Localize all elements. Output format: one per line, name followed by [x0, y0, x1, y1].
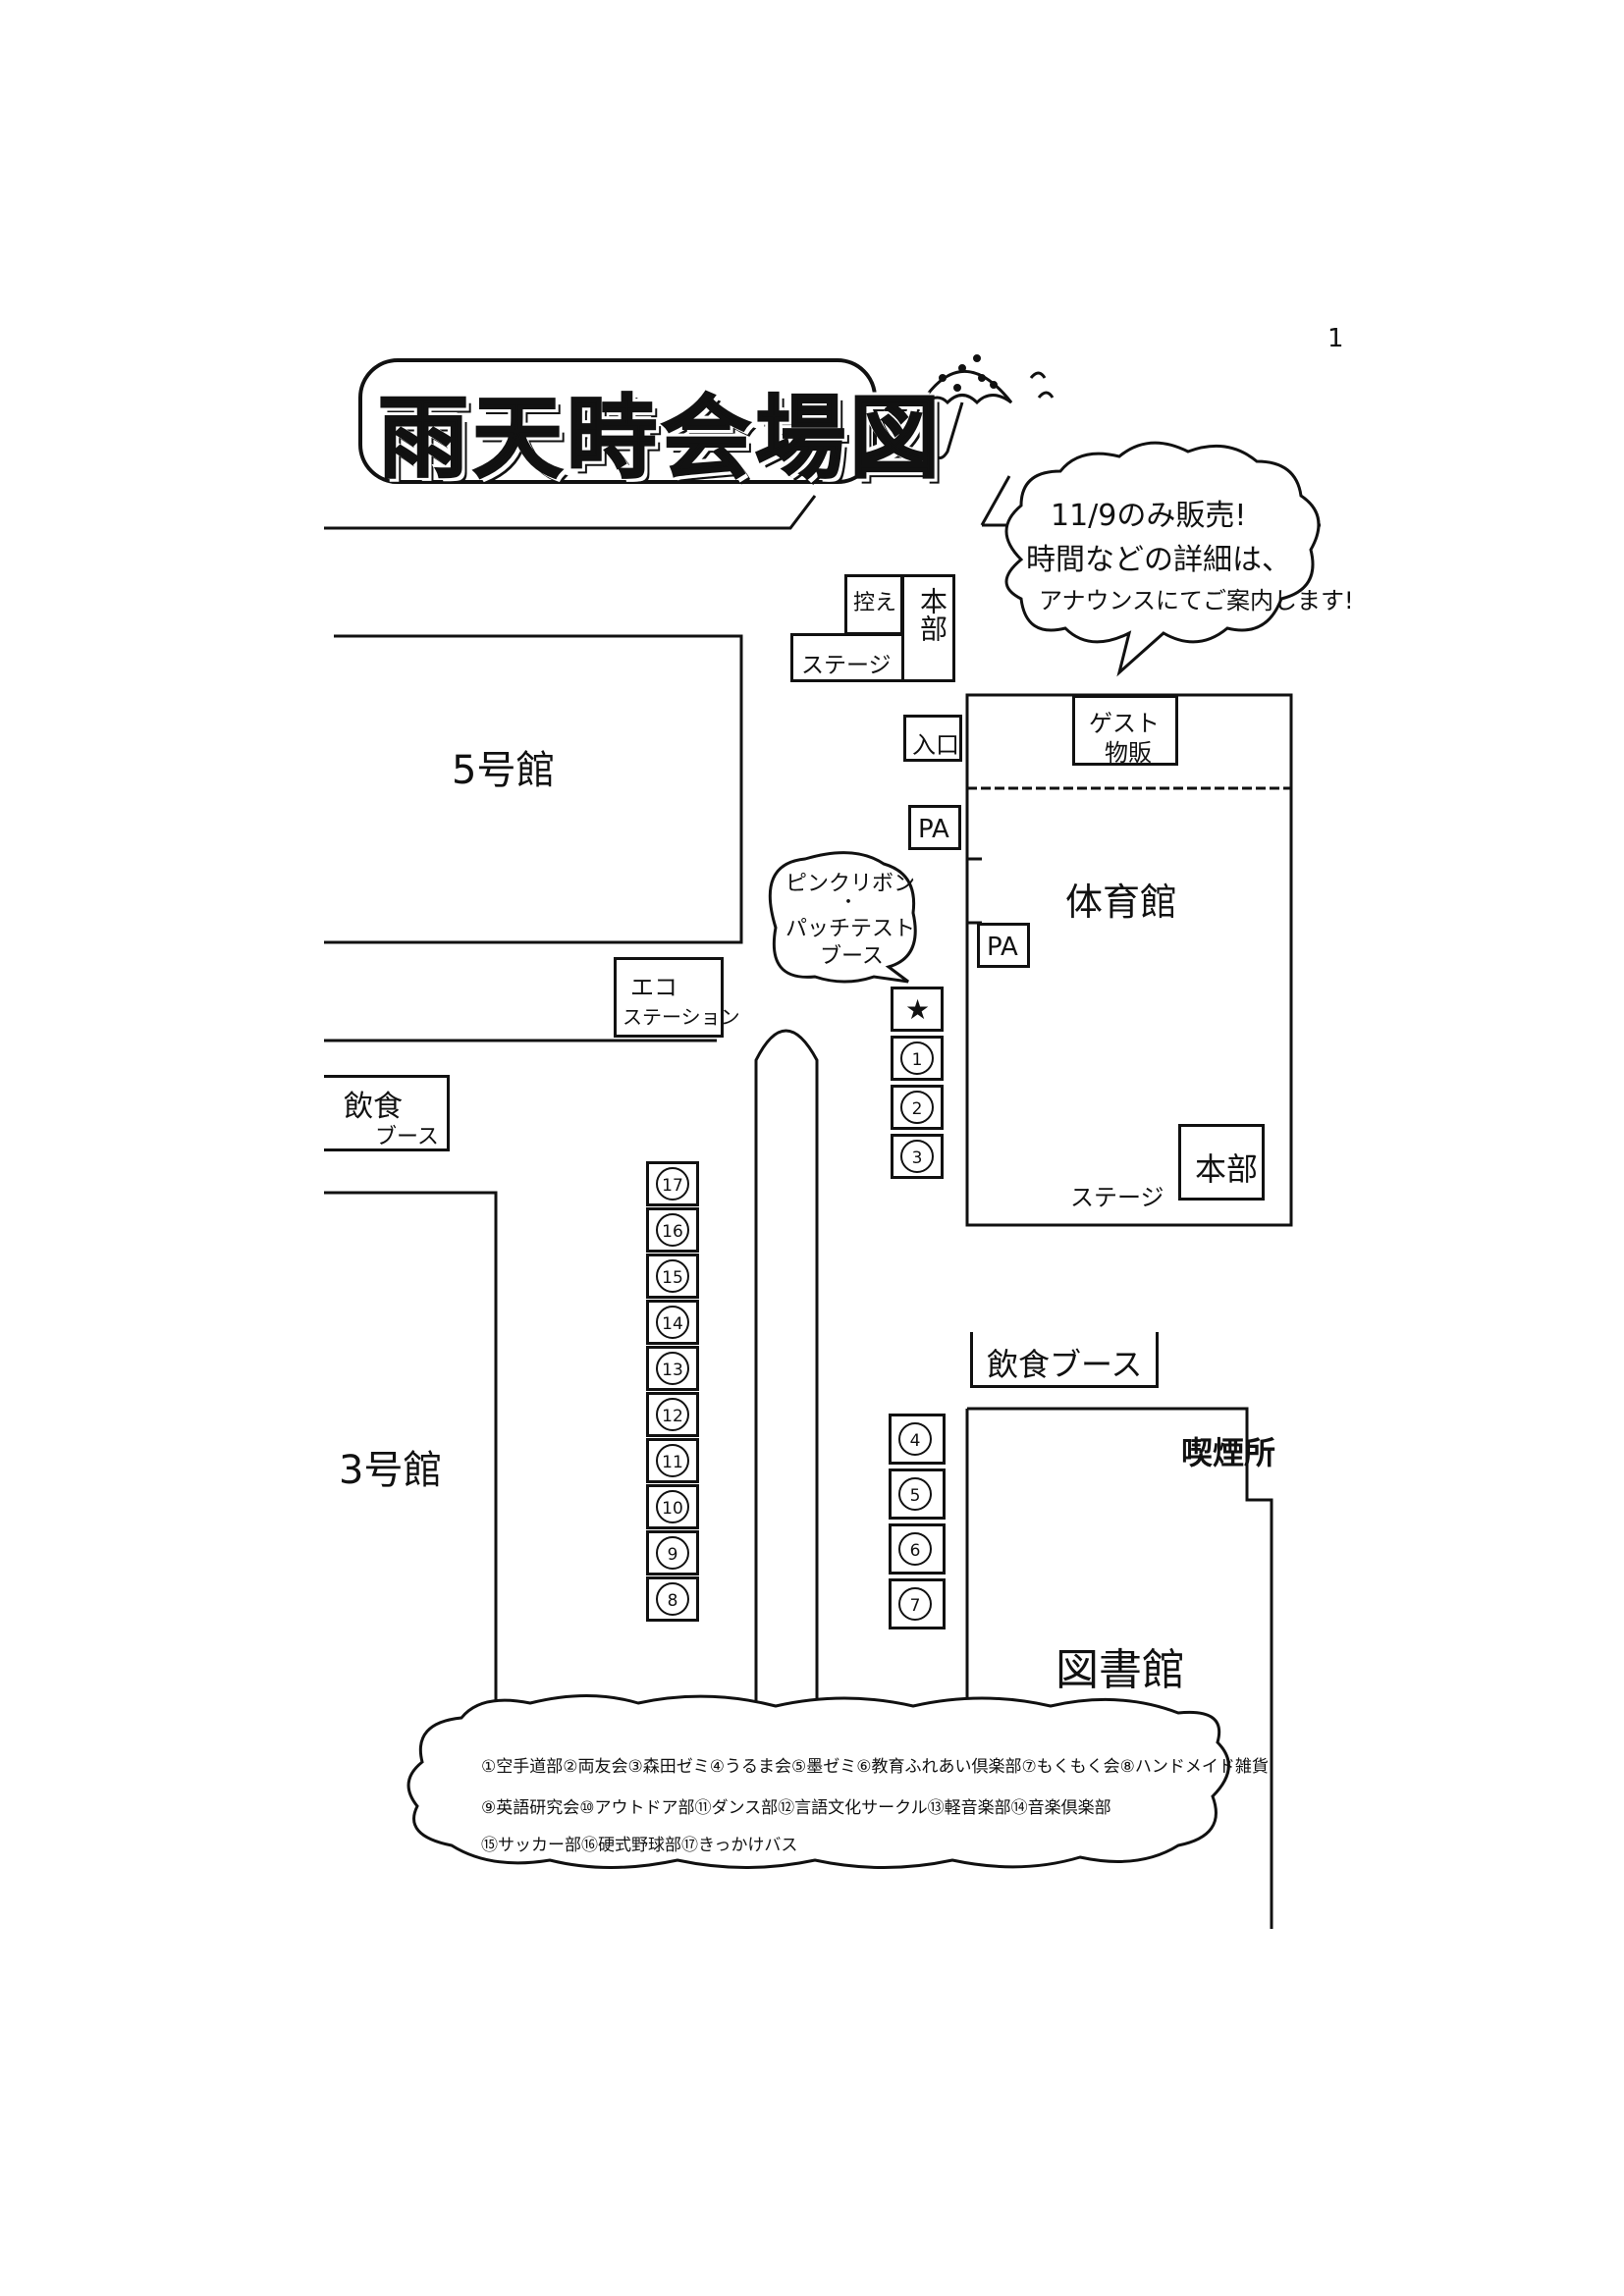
stall-number: 14 [656, 1306, 689, 1339]
building-3-label: 3号館 [339, 1448, 443, 1493]
smoking-area-label: 喫煙所 [1181, 1434, 1276, 1471]
gym-label: 体育館 [1065, 881, 1178, 924]
notice-line-2: 時間などの詳細は、 [1026, 543, 1291, 577]
building-5-label: 5号館 [452, 748, 556, 793]
pink-bubble-line-2: ・ [839, 892, 857, 913]
pa-box-2: PA [977, 923, 1030, 968]
entrance-box: 入口 [903, 715, 962, 762]
stall-4: 4 [889, 1414, 946, 1465]
stall-number: 4 [898, 1422, 932, 1456]
stall-number: 3 [900, 1140, 934, 1173]
title-outline [358, 358, 877, 484]
stall-11: 11 [646, 1438, 699, 1483]
legend-line-2: ⑨英語研究会⑩アウトドア部⑪ダンス部⑫言語文化サークル⑬軽音楽部⑭音楽倶楽部 [481, 1798, 1111, 1818]
food-booth-left-line-1: 飲食 [344, 1090, 403, 1124]
food-booth-left-box: 飲食 ブース [324, 1075, 450, 1151]
page-title: 雨天時会場図 [377, 385, 945, 492]
stall-16: 16 [646, 1207, 699, 1253]
guest-sales-box: ゲスト 物販 [1072, 695, 1178, 767]
stall-12: 12 [646, 1392, 699, 1437]
stall-13: 13 [646, 1346, 699, 1391]
pa-label-1: PA [918, 815, 949, 844]
stall-number: 7 [898, 1587, 932, 1621]
guest-sales-line-1: ゲスト [1089, 710, 1160, 737]
pink-bubble-line-4: ブース [820, 944, 884, 969]
stall-7: 7 [889, 1578, 946, 1629]
stall-number: 11 [656, 1444, 689, 1477]
library-label: 図書館 [1056, 1645, 1185, 1695]
stall-number: 9 [656, 1536, 689, 1570]
stall-number: 2 [900, 1091, 934, 1124]
honbu-top-label: 本部 [916, 587, 948, 642]
stall-number: 13 [656, 1352, 689, 1385]
food-booth-center-label: 飲食ブース [987, 1346, 1143, 1383]
food-booth-center-box: 飲食ブース [970, 1332, 1159, 1388]
stall-8: 8 [646, 1576, 699, 1622]
stall-2: 2 [891, 1085, 944, 1130]
stall-6: 6 [889, 1523, 946, 1575]
stall-15: 15 [646, 1254, 699, 1299]
stall-number: 1 [900, 1041, 934, 1075]
stall-10: 10 [646, 1484, 699, 1529]
eco-station-box: エコ ステーション [614, 957, 740, 1038]
stage-top-label: ステージ [801, 653, 892, 678]
stall-number: 16 [656, 1213, 689, 1247]
stall-14: 14 [646, 1300, 699, 1345]
star-mark: ★ [905, 993, 931, 1026]
notice-line-3: アナウンスにてご案内します! [1039, 587, 1354, 614]
stall-number: 17 [656, 1167, 689, 1201]
stall-9: 9 [646, 1530, 699, 1575]
stall-5: 5 [889, 1468, 946, 1520]
food-booth-left-line-2: ブース [375, 1125, 439, 1149]
stall-number: 5 [898, 1477, 932, 1511]
gym-stage-label: ステージ [1070, 1184, 1164, 1211]
gym-honbu-box: 本部 [1178, 1124, 1265, 1201]
stall-number: 12 [656, 1398, 689, 1431]
stall-3: 3 [891, 1134, 944, 1179]
notice-line-1: 11/9のみ販売! [1051, 499, 1247, 533]
hikae-box: 控え [844, 574, 903, 635]
guest-sales-line-2: 物販 [1105, 739, 1152, 767]
eco-station-line-1: エコ [630, 974, 677, 1001]
legend-line-1: ①空手道部②両友会③森田ゼミ④うるま会⑤墨ゼミ⑥教育ふれあい倶楽部⑦もくもく会⑧… [481, 1757, 1269, 1777]
pa-label-2: PA [987, 933, 1018, 962]
stall-number: 15 [656, 1259, 689, 1293]
gym-honbu-label: 本部 [1195, 1150, 1259, 1188]
stage-top-box: ステージ [790, 633, 904, 682]
stall-number: 10 [656, 1490, 689, 1523]
stall-number: 6 [898, 1532, 932, 1566]
entrance-label: 入口 [912, 731, 959, 759]
stall-17: 17 [646, 1161, 699, 1206]
stall-number: 8 [656, 1582, 689, 1616]
hikae-label: 控え [853, 591, 897, 615]
stall-1: 1 [891, 1036, 944, 1081]
page-number: 1 [1327, 324, 1344, 353]
pink-bubble-line-1: ピンクリボン [785, 872, 916, 896]
pa-box-1: PA [908, 805, 961, 850]
legend-line-3: ⑮サッカー部⑯硬式野球部⑰きっかけバス [481, 1836, 798, 1855]
star-stall: ★ [891, 987, 944, 1032]
eco-station-line-2: ステーション [623, 1005, 740, 1029]
pink-bubble-line-3: パッチテスト [785, 917, 916, 941]
honbu-top-box: 本部 [901, 574, 955, 682]
